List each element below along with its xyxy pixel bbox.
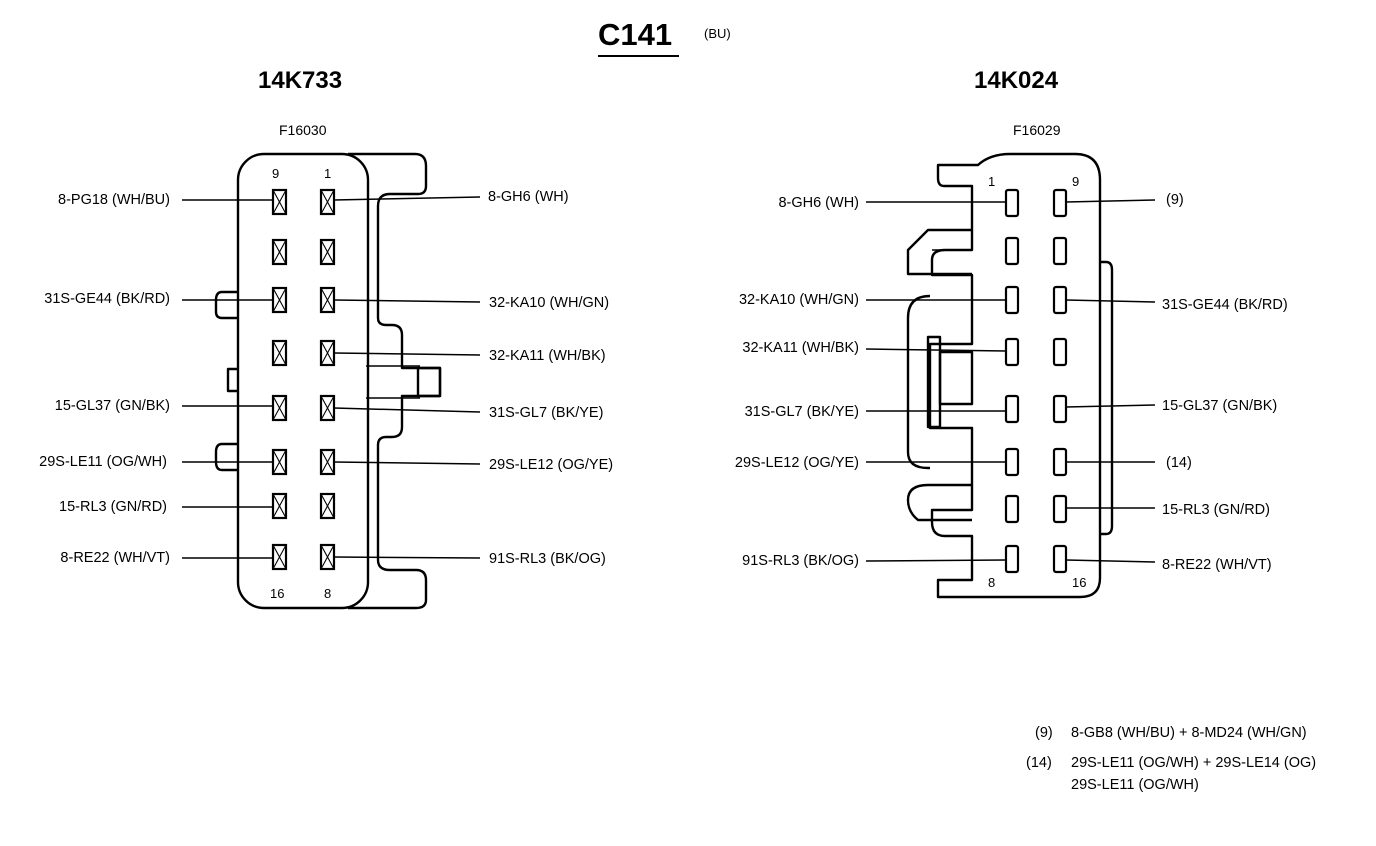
left-pin (319, 188, 336, 216)
left-pin (319, 286, 336, 314)
wire-label: (14) (1166, 455, 1192, 471)
left-pin (271, 543, 288, 571)
footnotes: (9) 8-GB8 (WH/BU) + 8-MD24 (WH/GN) (14) … (1026, 725, 1316, 793)
left-connector-name: 14K733 (258, 67, 342, 94)
wire-label: 91S-RL3 (BK/OG) (489, 551, 606, 567)
right-leaders-right (1065, 199, 1156, 563)
right-leaders-left (865, 201, 1007, 562)
left-pin-cavities (271, 188, 336, 571)
right-lower-hook (906, 483, 972, 522)
right-part-number: F16029 (1013, 122, 1061, 138)
footnote-text: 29S-LE11 (OG/WH) + 29S-LE14 (OG) (1071, 755, 1316, 771)
right-side-rail (1100, 260, 1114, 536)
wire-label: 29S-LE12 (OG/YE) (735, 455, 859, 471)
left-pin (319, 394, 336, 422)
left-pin-num-8: 8 (324, 586, 331, 601)
wire-label: 8-PG18 (WH/BU) (58, 192, 170, 208)
right-connector-body (928, 152, 1102, 599)
wire-label: 15-RL3 (GN/RD) (1162, 502, 1270, 518)
wire-label: 8-GH6 (WH) (488, 189, 569, 205)
right-connector-name: 14K024 (974, 67, 1059, 94)
right-latch-arm (906, 294, 931, 470)
left-pin (319, 238, 336, 266)
right-pin (1052, 494, 1068, 524)
right-pin-cavities (1004, 188, 1068, 574)
right-pin (1052, 236, 1068, 266)
left-pin (271, 286, 288, 314)
left-pin (319, 543, 336, 571)
right-pin (1052, 544, 1068, 574)
footnote-ref: (14) (1026, 755, 1052, 771)
wire-label: 32-KA11 (WH/BK) (489, 348, 606, 364)
wire-label: 8-RE22 (WH/VT) (1162, 557, 1272, 573)
left-pin (271, 394, 288, 422)
footnote-text: 8-GB8 (WH/BU) + 8-MD24 (WH/GN) (1071, 725, 1307, 741)
left-pin-num-1: 1 (324, 166, 331, 181)
left-latch-inner (366, 365, 420, 399)
right-pin-num-1: 1 (988, 174, 995, 189)
wire-label: 31S-GL7 (BK/YE) (745, 404, 859, 420)
left-side-tab-2 (226, 367, 238, 393)
left-pin (271, 492, 288, 520)
left-connector-body (236, 152, 370, 610)
left-latch-tab (416, 366, 442, 398)
footnote-text: 29S-LE11 (OG/WH) (1071, 777, 1199, 793)
left-pin (271, 238, 288, 266)
right-pin-num-8: 8 (988, 575, 995, 590)
left-side-tab-3 (214, 442, 238, 472)
left-part-number: F16030 (279, 122, 327, 138)
right-pin (1052, 285, 1068, 315)
right-upper-hook (906, 228, 972, 276)
diagram-subtitle: (BU) (704, 26, 731, 41)
left-pin (319, 339, 336, 367)
right-pin (1004, 494, 1020, 524)
left-pin (319, 448, 336, 476)
left-pin (271, 339, 288, 367)
right-pin (1004, 544, 1020, 574)
connector-14k024: 14K024 F16029 1 9 8 16 (735, 67, 1288, 599)
left-connector-shell (348, 152, 442, 610)
wire-label: 8-RE22 (WH/VT) (60, 550, 170, 566)
connector-14k733: 14K733 F16030 9 1 16 8 (39, 67, 613, 610)
left-side-tab-1 (214, 290, 238, 320)
wire-label: 32-KA10 (WH/GN) (489, 295, 609, 311)
wire-label: 32-KA11 (WH/BK) (742, 340, 859, 356)
left-pin (319, 492, 336, 520)
wire-label: (9) (1166, 192, 1184, 208)
right-latch-tab (938, 350, 974, 406)
right-pin (1052, 394, 1068, 424)
left-pin-num-16: 16 (270, 586, 284, 601)
wire-label: 91S-RL3 (BK/OG) (742, 553, 859, 569)
footnote-ref: (9) (1035, 725, 1053, 741)
wire-label: 8-GH6 (WH) (778, 195, 859, 211)
left-pin (271, 448, 288, 476)
left-leaders-left (182, 199, 273, 559)
right-pin (1004, 394, 1020, 424)
wire-label: 32-KA10 (WH/GN) (739, 292, 859, 308)
wire-label: 31S-GE44 (BK/RD) (44, 291, 170, 307)
left-pin (271, 188, 288, 216)
wire-label: 31S-GL7 (BK/YE) (489, 405, 603, 421)
left-leaders-right (333, 196, 481, 559)
wire-label: 29S-LE11 (OG/WH) (39, 454, 167, 470)
right-hook-inner (932, 249, 972, 511)
right-pin-num-9: 9 (1072, 174, 1079, 189)
wire-label: 15-GL37 (GN/BK) (1162, 398, 1277, 414)
right-pin (1052, 337, 1068, 367)
right-pin-num-16: 16 (1072, 575, 1086, 590)
wire-label: 31S-GE44 (BK/RD) (1162, 297, 1288, 313)
right-pin (1004, 285, 1020, 315)
right-pin (1052, 447, 1068, 477)
right-pin (1052, 188, 1068, 218)
wire-label: 15-GL37 (GN/BK) (55, 398, 170, 414)
right-pin (1004, 188, 1020, 218)
right-pin (1004, 337, 1020, 367)
right-pin (1004, 236, 1020, 266)
diagram-title: C141 (598, 17, 672, 52)
right-pin (1004, 447, 1020, 477)
left-pin-num-9: 9 (272, 166, 279, 181)
wire-label: 15-RL3 (GN/RD) (59, 499, 167, 515)
wire-label: 29S-LE12 (OG/YE) (489, 457, 613, 473)
